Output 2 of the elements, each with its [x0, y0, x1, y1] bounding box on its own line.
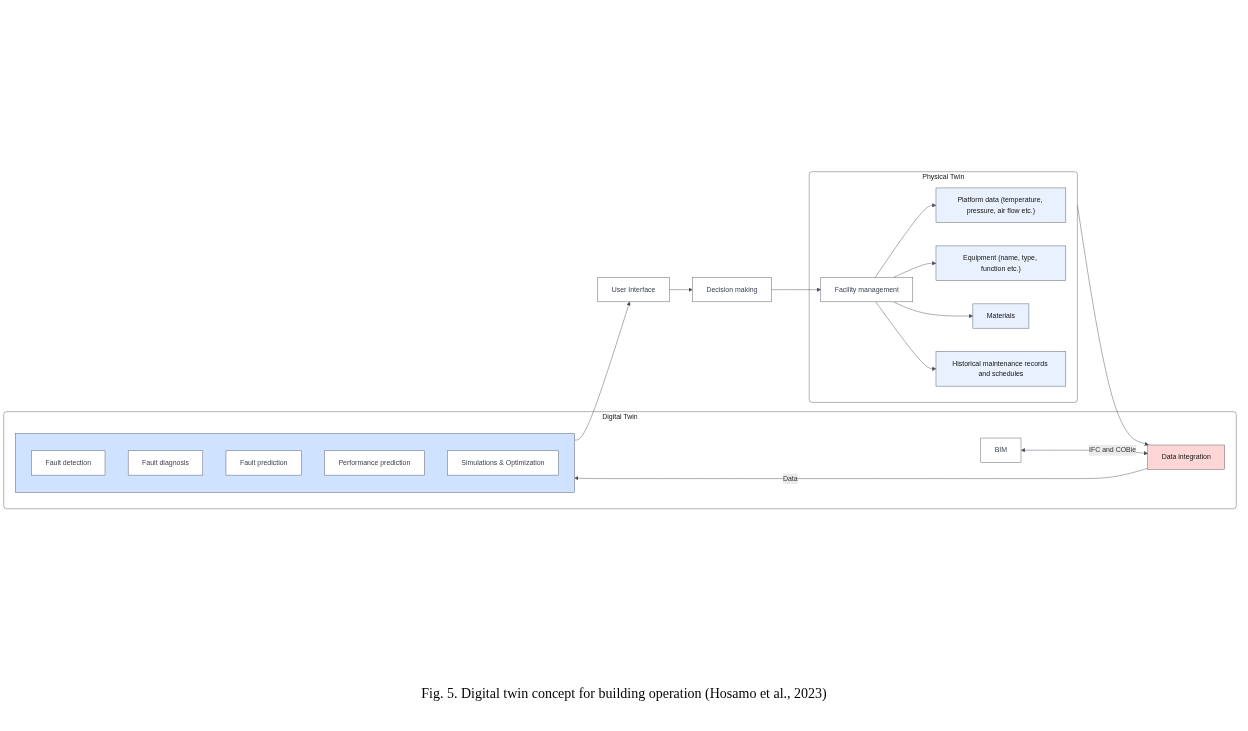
cluster: [15, 432, 575, 493]
figure-caption: Fig. 5. Digital twin concept for building operation (Hosamo et al., 2023): [420, 686, 828, 702]
